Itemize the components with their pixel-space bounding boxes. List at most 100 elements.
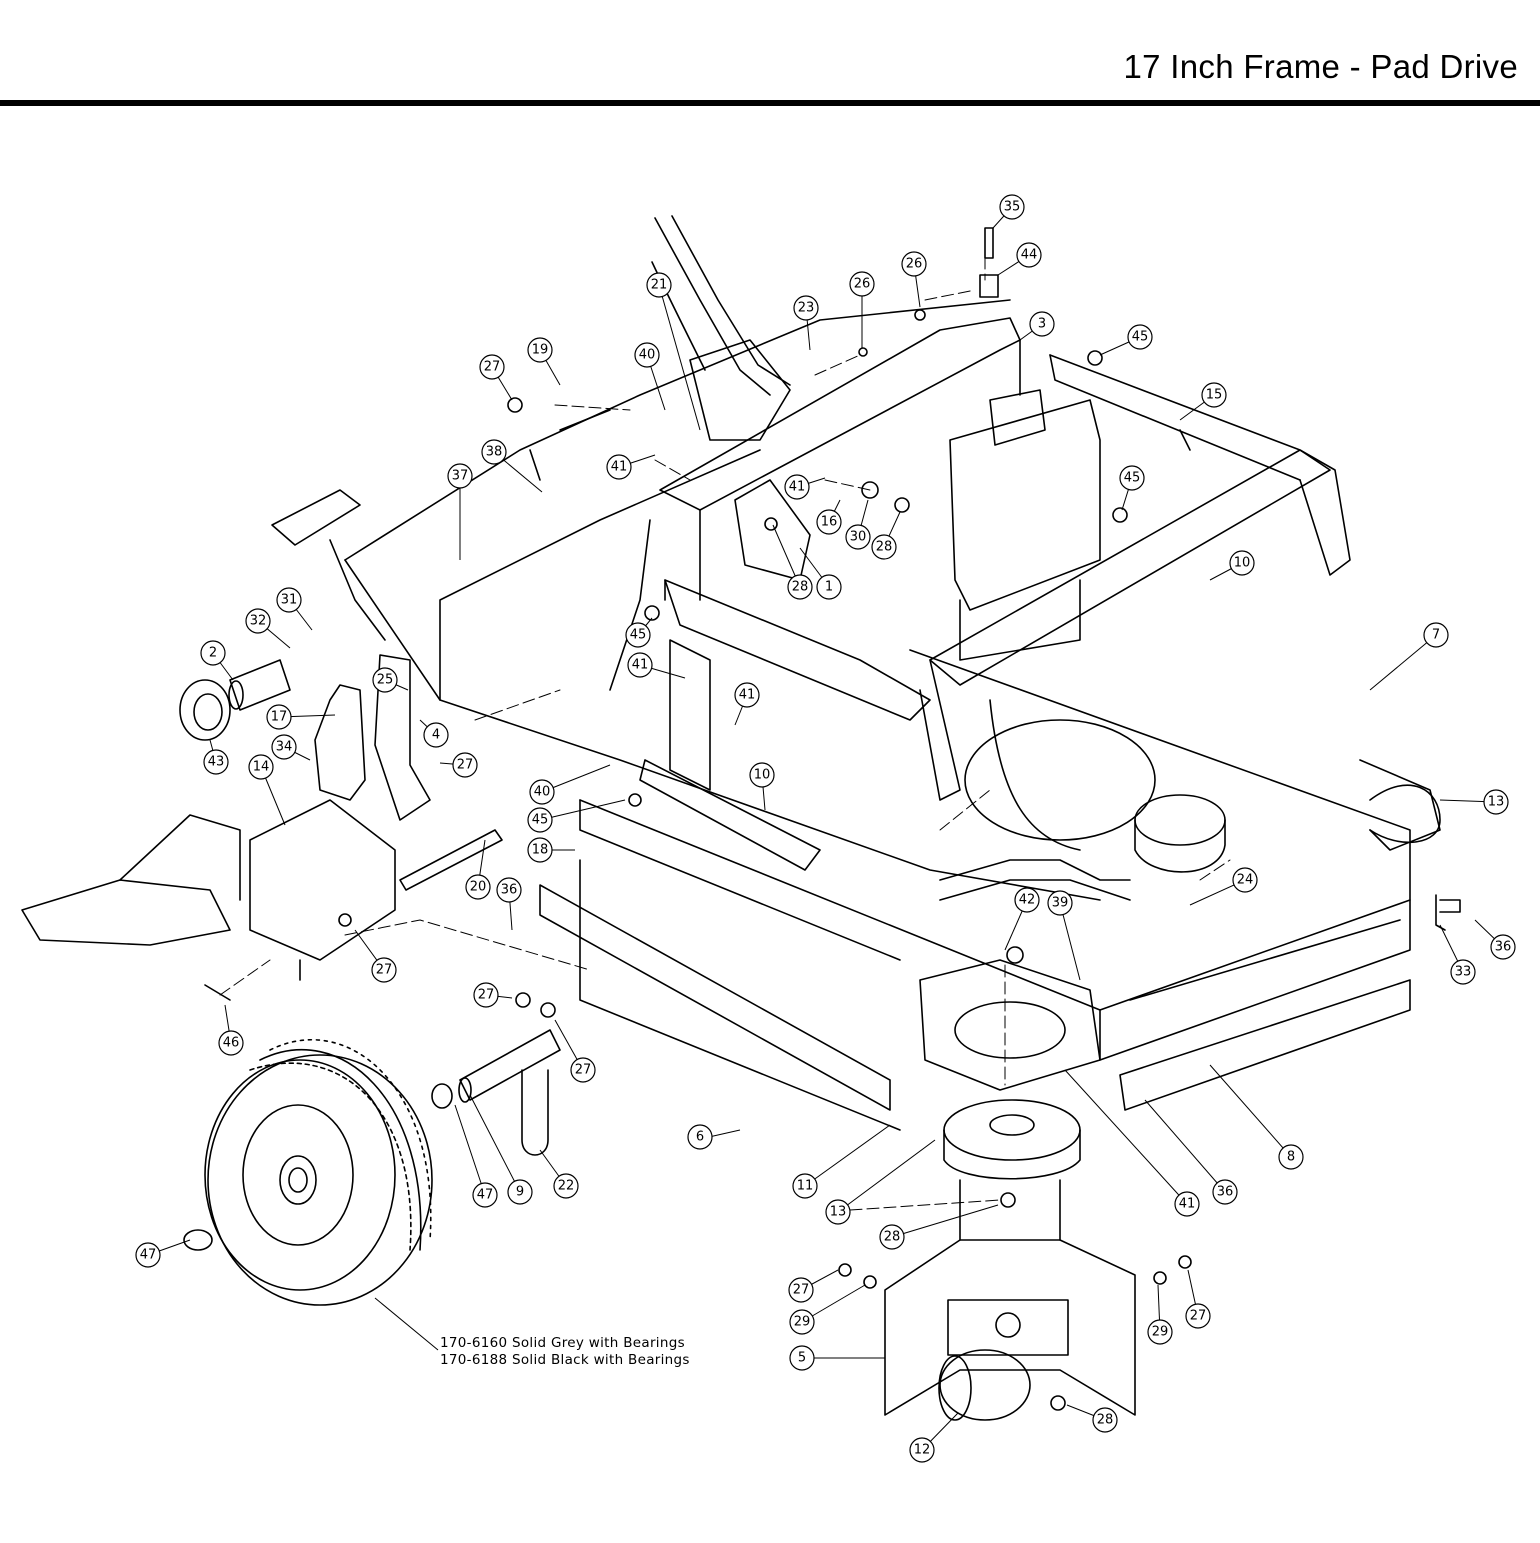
callout-13: 13 [830, 1205, 847, 1220]
callout-19: 19 [532, 343, 549, 358]
callout-27: 27 [478, 988, 495, 1003]
callout-33: 33 [1455, 965, 1472, 980]
caster-bracket [919, 959, 1101, 1091]
callout-24: 24 [1237, 873, 1254, 888]
callout-44: 44 [1021, 248, 1038, 263]
wheel-note-line-2: 170-6188 Solid Black with Bearings [440, 1352, 690, 1368]
callout-47: 47 [140, 1248, 157, 1263]
main-deck [344, 299, 1101, 901]
pulley-43 [179, 679, 231, 741]
side-plate-right [1119, 919, 1411, 1111]
rear-frame [1049, 354, 1351, 576]
rear-wheel [204, 1039, 433, 1306]
callout-17: 17 [271, 710, 288, 725]
callout-11: 11 [797, 1179, 814, 1194]
callout-28: 28 [884, 1230, 901, 1245]
pivot-shaft [399, 829, 503, 891]
callout-16: 16 [821, 515, 838, 530]
callout-40: 40 [534, 785, 551, 800]
callout-4: 4 [432, 728, 440, 743]
callout-25: 25 [377, 673, 394, 688]
callout-6: 6 [696, 1130, 704, 1145]
callout-41: 41 [789, 480, 806, 495]
callout-45: 45 [1132, 330, 1149, 345]
callout-45: 45 [532, 813, 549, 828]
bushing-2 [228, 659, 291, 711]
callout-39: 39 [1052, 896, 1069, 911]
callout-40: 40 [639, 348, 656, 363]
callout-45: 45 [1124, 471, 1141, 486]
callout-13: 13 [1488, 795, 1505, 810]
callout-47: 47 [477, 1188, 494, 1203]
callout-41: 41 [1179, 1197, 1196, 1212]
callout-18: 18 [532, 843, 549, 858]
callout-26: 26 [854, 277, 871, 292]
callout-27: 27 [376, 963, 393, 978]
side-plate-left [539, 859, 901, 1131]
callout-29: 29 [1152, 1325, 1169, 1340]
front-frame-rail [664, 579, 931, 721]
callout-1: 1 [825, 580, 833, 595]
bracket-17 [314, 684, 366, 801]
callout-36: 36 [501, 883, 518, 898]
callout-27: 27 [484, 360, 501, 375]
callout-10: 10 [754, 768, 771, 783]
callout-27: 27 [575, 1063, 592, 1078]
callout-22: 22 [558, 1179, 575, 1194]
callout-41: 41 [632, 658, 649, 673]
callout-28: 28 [792, 580, 809, 595]
callout-21: 21 [651, 278, 668, 293]
rear-pulley [1369, 784, 1441, 844]
handle-upright [651, 215, 791, 396]
callout-35: 35 [1004, 200, 1021, 215]
callout-10: 10 [1234, 556, 1251, 571]
title-rule [0, 100, 1540, 106]
cross-tube [919, 449, 1331, 801]
callout-8: 8 [1287, 1150, 1295, 1165]
callout-37: 37 [452, 469, 469, 484]
callout-29: 29 [794, 1315, 811, 1330]
callout-28: 28 [1097, 1413, 1114, 1428]
callout-5: 5 [798, 1351, 806, 1366]
axle [458, 1029, 561, 1156]
caster-shroud [884, 1179, 1136, 1416]
hardware [183, 227, 1461, 1411]
caster-pulley [943, 1099, 1081, 1180]
callout-41: 41 [739, 688, 756, 703]
leader-lines [147, 206, 1504, 1451]
callout-bubbles [135, 194, 1516, 1463]
callout-43: 43 [208, 755, 225, 770]
callout-41: 41 [611, 460, 628, 475]
wheel-part-note: 170-6160 Solid Grey with Bearings 170-61… [440, 1335, 690, 1368]
callout-45: 45 [630, 628, 647, 643]
callout-31: 31 [281, 593, 298, 608]
callout-7: 7 [1432, 628, 1440, 643]
callout-36: 36 [1495, 940, 1512, 955]
callout-27: 27 [457, 758, 474, 773]
mid-plates [639, 479, 821, 871]
wheel-note-line-1: 170-6160 Solid Grey with Bearings [440, 1335, 685, 1351]
callout-27: 27 [793, 1283, 810, 1298]
caster-wheel [938, 1349, 1031, 1421]
callout-12: 12 [914, 1443, 931, 1458]
chassis-box [579, 649, 1441, 1061]
callout-27: 27 [1190, 1309, 1207, 1324]
handle-bracket [659, 317, 1021, 601]
callout-46: 46 [223, 1036, 240, 1051]
callout-9: 9 [516, 1185, 524, 1200]
foot-pedal-assembly [21, 799, 396, 981]
assembly-lines [219, 239, 1231, 1211]
engine-assembly [949, 389, 1156, 851]
callout-14: 14 [253, 760, 270, 775]
callout-34: 34 [276, 740, 293, 755]
callout-3: 3 [1038, 317, 1046, 332]
callout-32: 32 [250, 614, 267, 629]
page-title: 17 Inch Frame - Pad Drive [1123, 48, 1518, 85]
idler-spring [939, 794, 1226, 901]
callout-42: 42 [1019, 893, 1036, 908]
callout-numbers: 35 44 26 26 3 45 21 23 19 40 27 15 38 41… [140, 200, 1512, 1458]
callout-2: 2 [209, 646, 217, 661]
callout-23: 23 [798, 301, 815, 316]
callout-28: 28 [876, 540, 893, 555]
